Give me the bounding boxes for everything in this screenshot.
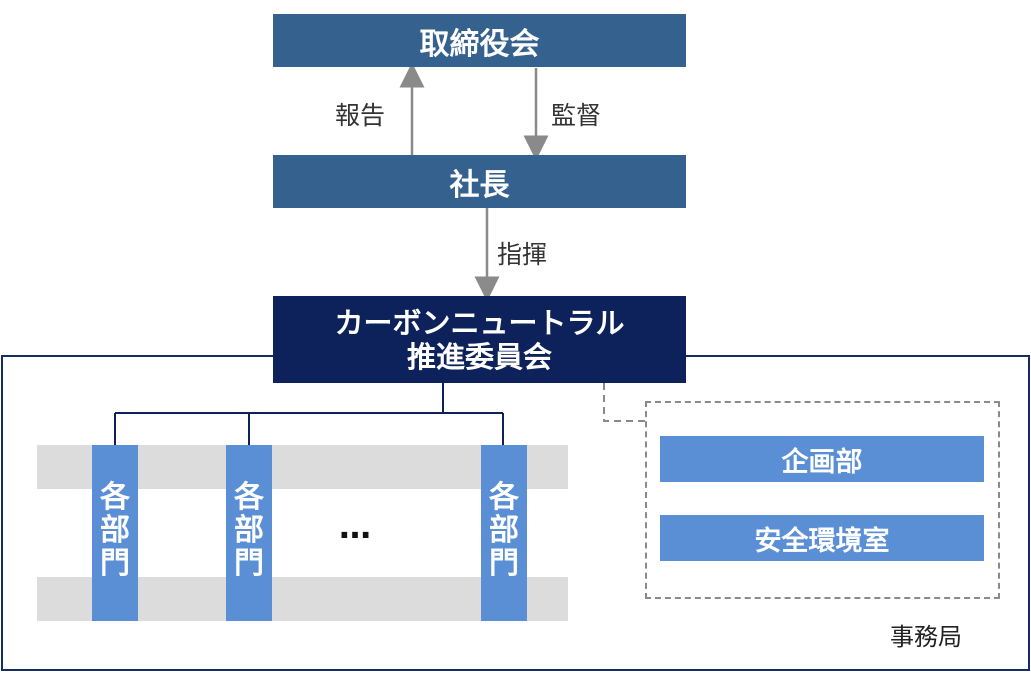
secretariat-label: 事務局	[890, 623, 962, 651]
department-char: 門	[489, 546, 519, 581]
department-box-1: 各 部 門	[92, 445, 138, 621]
ellipsis: …	[339, 508, 371, 546]
report-label: 報告	[335, 101, 386, 130]
planning-unit-label: 企画部	[781, 446, 863, 478]
safety-unit-label: 安全環境室	[754, 525, 890, 557]
department-char: 部	[234, 513, 264, 548]
command-label: 指揮	[497, 240, 548, 269]
department-char: 各	[489, 480, 519, 515]
president-label: 社長	[449, 167, 510, 203]
department-char: 門	[100, 546, 130, 581]
secretariat-link	[603, 383, 645, 422]
committee-label-line2: 推進委員会	[406, 339, 552, 374]
secretariat-frame	[645, 401, 1000, 599]
department-char: 部	[489, 513, 519, 548]
department-box-3: 各 部 門	[481, 445, 527, 621]
department-char: 部	[100, 513, 130, 548]
committee-box: カーボンニュートラル 推進委員会	[273, 296, 686, 383]
board-label: 取締役会	[419, 26, 540, 62]
department-char: 各	[100, 480, 130, 515]
department-char: 各	[234, 480, 264, 515]
safety-unit-box: 安全環境室	[660, 515, 984, 561]
department-char: 門	[234, 546, 264, 581]
planning-unit-box: 企画部	[660, 436, 984, 482]
board-box: 取締役会	[273, 14, 686, 67]
president-box: 社長	[273, 155, 686, 208]
supervise-label: 監督	[551, 101, 602, 130]
department-box-2: 各 部 門	[226, 445, 272, 621]
committee-label-line1: カーボンニュートラル	[334, 305, 625, 340]
